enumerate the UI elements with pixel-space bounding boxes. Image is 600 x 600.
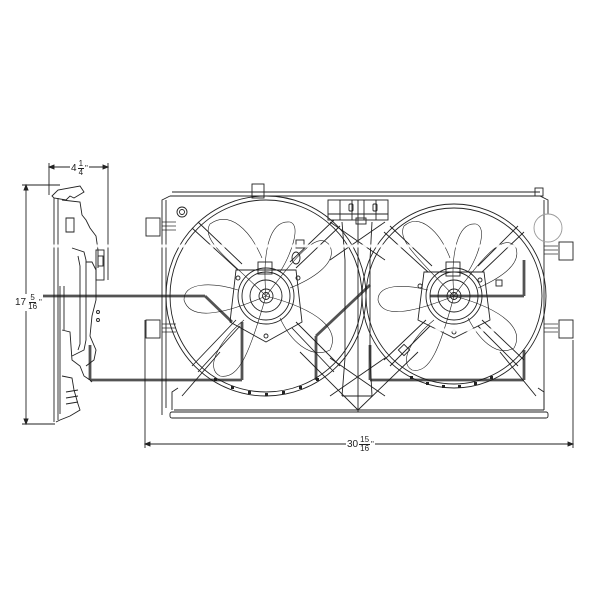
height-numerator: 5 bbox=[29, 293, 36, 303]
connector-block bbox=[327, 199, 389, 225]
depth-dimension-label: 4 1 4 " bbox=[70, 160, 89, 177]
width-unit: " bbox=[371, 439, 374, 449]
width-numerator: 15 bbox=[359, 435, 371, 445]
depth-fraction: 1 4 bbox=[77, 159, 85, 177]
width-dimension-label: 30 15 16 " bbox=[346, 436, 375, 453]
width-denominator: 16 bbox=[360, 444, 370, 453]
depth-numerator: 1 bbox=[77, 159, 85, 169]
height-fraction: 5 16 bbox=[27, 294, 38, 311]
front-view bbox=[143, 183, 575, 448]
width-whole: 30 bbox=[347, 438, 359, 450]
depth-denominator: 4 bbox=[78, 168, 84, 177]
depth-whole: 4 bbox=[71, 162, 77, 174]
width-fraction: 15 16 bbox=[359, 435, 371, 453]
depth-unit: " bbox=[85, 163, 88, 173]
side-view bbox=[22, 163, 110, 426]
height-unit: " bbox=[39, 297, 42, 307]
watermark-logo bbox=[28, 260, 526, 382]
height-dimension-label: 17 5 16 " bbox=[14, 294, 43, 311]
height-whole: 17 bbox=[15, 296, 27, 308]
watermark-highlights bbox=[38, 244, 520, 332]
height-denominator: 16 bbox=[28, 302, 38, 311]
